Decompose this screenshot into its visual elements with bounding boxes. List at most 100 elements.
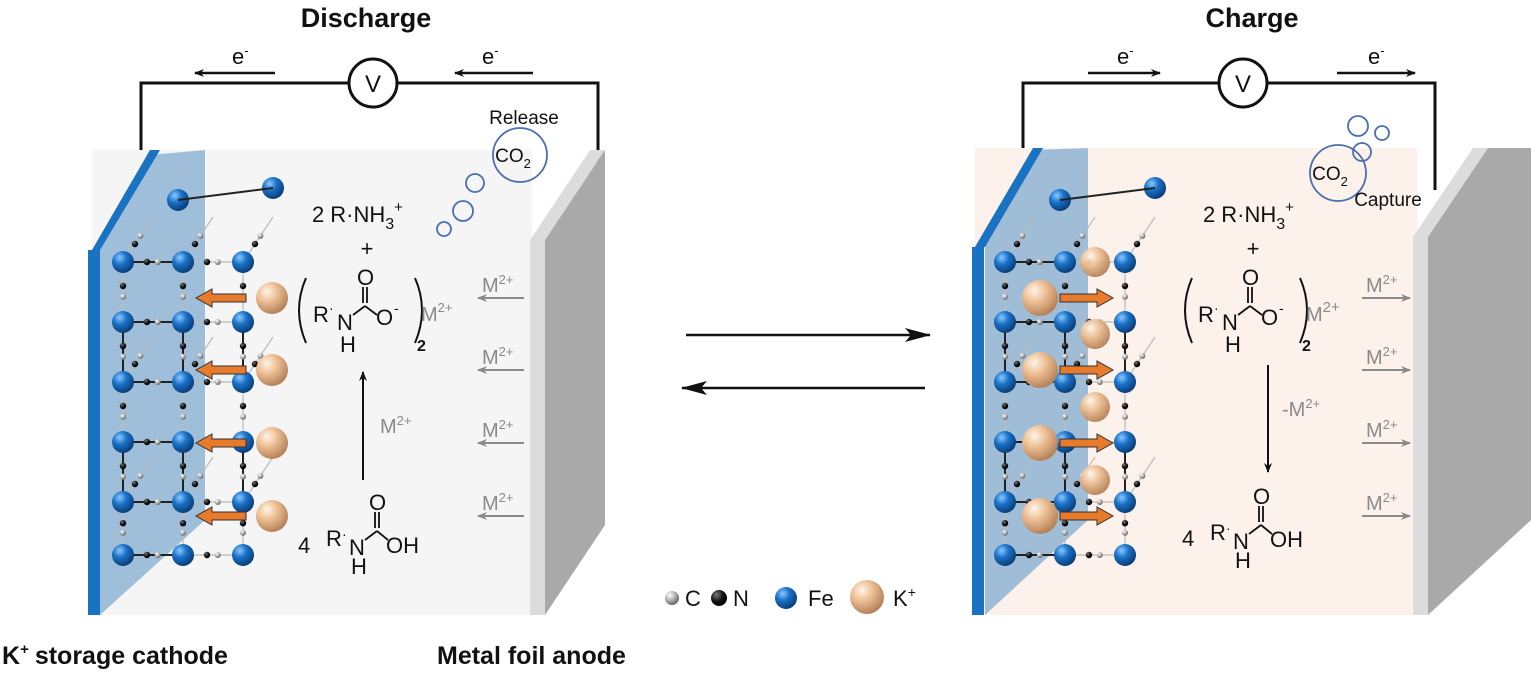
charge-anode bbox=[1413, 148, 1531, 615]
discharge-panel: Discharge V e- e- bbox=[88, 3, 605, 615]
n-atom bbox=[191, 360, 199, 368]
bubble-icon bbox=[1374, 125, 1390, 141]
n-atom bbox=[1001, 462, 1009, 470]
ion-flux-label: M2+ bbox=[1366, 417, 1398, 442]
n-atom bbox=[179, 402, 187, 410]
co2-label: CO2 bbox=[495, 146, 531, 171]
n-atom bbox=[203, 318, 211, 326]
discharge-title: Discharge bbox=[301, 3, 432, 33]
k-ion bbox=[1022, 352, 1058, 388]
n-atom bbox=[191, 240, 199, 248]
n-atom bbox=[1061, 462, 1069, 470]
svg-text:R: R bbox=[326, 526, 342, 551]
c-atom bbox=[1096, 552, 1103, 558]
fe-atom bbox=[112, 311, 134, 333]
n-atom bbox=[1133, 360, 1141, 368]
c-atom bbox=[1079, 232, 1086, 239]
legend-fe-label: Fe bbox=[808, 586, 834, 611]
c-atom bbox=[1096, 379, 1103, 385]
c-atom bbox=[120, 473, 126, 480]
fe-atom bbox=[1054, 491, 1076, 513]
svg-text:-: - bbox=[394, 300, 399, 316]
c-atom bbox=[1019, 472, 1026, 479]
c-atom bbox=[214, 319, 221, 325]
c-atom bbox=[1139, 352, 1146, 359]
fe-atom bbox=[1054, 311, 1076, 333]
legend-n-icon bbox=[711, 590, 727, 606]
c-atom bbox=[257, 232, 264, 239]
c-atom bbox=[1079, 352, 1086, 359]
release-label: Release bbox=[489, 108, 559, 129]
svg-text:4: 4 bbox=[298, 533, 310, 558]
electron-label-left: e- bbox=[1117, 43, 1134, 69]
n-atom bbox=[251, 360, 259, 368]
co2-bubble-icon bbox=[492, 127, 548, 183]
n-atom bbox=[143, 438, 151, 446]
c-atom bbox=[214, 552, 221, 558]
bubble-icon bbox=[1347, 115, 1369, 137]
ion-flux-label: M2+ bbox=[482, 272, 514, 297]
svg-text:O: O bbox=[369, 490, 386, 515]
discharge-anode bbox=[530, 150, 605, 615]
plus-sign: + bbox=[361, 236, 374, 261]
c-atom bbox=[257, 352, 264, 359]
legend-fe-icon bbox=[775, 587, 797, 609]
svg-text:N: N bbox=[1233, 529, 1249, 554]
c-atom bbox=[154, 319, 161, 325]
k-ion bbox=[256, 427, 288, 459]
c-atom bbox=[1002, 413, 1008, 420]
ion-flux-label: M2+ bbox=[482, 490, 514, 515]
fe-atom bbox=[112, 371, 134, 393]
ion-flux-label: M2+ bbox=[482, 417, 514, 442]
n-atom bbox=[119, 402, 127, 410]
fe-atom bbox=[172, 371, 194, 393]
ion-flux-label: M2+ bbox=[1366, 344, 1398, 369]
n-atom bbox=[179, 342, 187, 350]
svg-text:R: R bbox=[313, 302, 329, 327]
ion-flux-label: M2+ bbox=[1366, 272, 1398, 297]
n-atom bbox=[1085, 498, 1093, 506]
svg-text:O: O bbox=[1261, 305, 1278, 330]
svg-text:N: N bbox=[349, 535, 365, 560]
svg-text:OH: OH bbox=[386, 533, 419, 558]
metal-ion: M2+ bbox=[421, 300, 453, 326]
svg-text:·: · bbox=[1214, 300, 1219, 316]
electron-label-right: e- bbox=[482, 43, 499, 69]
n-atom bbox=[1025, 318, 1033, 326]
n-atom bbox=[1061, 520, 1069, 527]
voltmeter-icon bbox=[1217, 57, 1269, 109]
k-ion bbox=[1022, 425, 1058, 461]
carbamate-salt: R · N H O O - 2 M2+ bbox=[1184, 265, 1340, 357]
c-atom bbox=[180, 473, 186, 480]
fe-atom bbox=[232, 544, 254, 566]
k-ion bbox=[1080, 465, 1110, 495]
co2-label: CO2 bbox=[1312, 164, 1348, 189]
legend-k-icon bbox=[850, 580, 884, 614]
c-atom bbox=[240, 473, 246, 480]
n-atom bbox=[239, 462, 247, 470]
n-atom bbox=[251, 240, 259, 248]
c-atom bbox=[197, 472, 204, 479]
bubble-icon bbox=[452, 200, 474, 222]
voltmeter-icon bbox=[347, 57, 399, 109]
fe-atom bbox=[1114, 431, 1136, 453]
fe-atom bbox=[994, 431, 1016, 453]
svg-text:2: 2 bbox=[1302, 338, 1311, 355]
c-atom bbox=[154, 499, 161, 505]
k-insertion-arrow-icon bbox=[194, 506, 247, 526]
bubble-icon bbox=[465, 173, 485, 193]
n-atom bbox=[179, 462, 187, 470]
n-atom bbox=[1013, 360, 1021, 368]
c-atom bbox=[1062, 413, 1068, 420]
k-ion bbox=[1080, 247, 1110, 277]
c-atom bbox=[137, 352, 144, 359]
n-atom bbox=[1121, 282, 1129, 290]
c-atom bbox=[1002, 293, 1008, 300]
c-atom bbox=[1122, 473, 1128, 480]
fe-atom bbox=[232, 311, 254, 333]
c-atom bbox=[154, 552, 161, 558]
c-atom bbox=[120, 529, 126, 536]
n-atom bbox=[1085, 378, 1093, 386]
